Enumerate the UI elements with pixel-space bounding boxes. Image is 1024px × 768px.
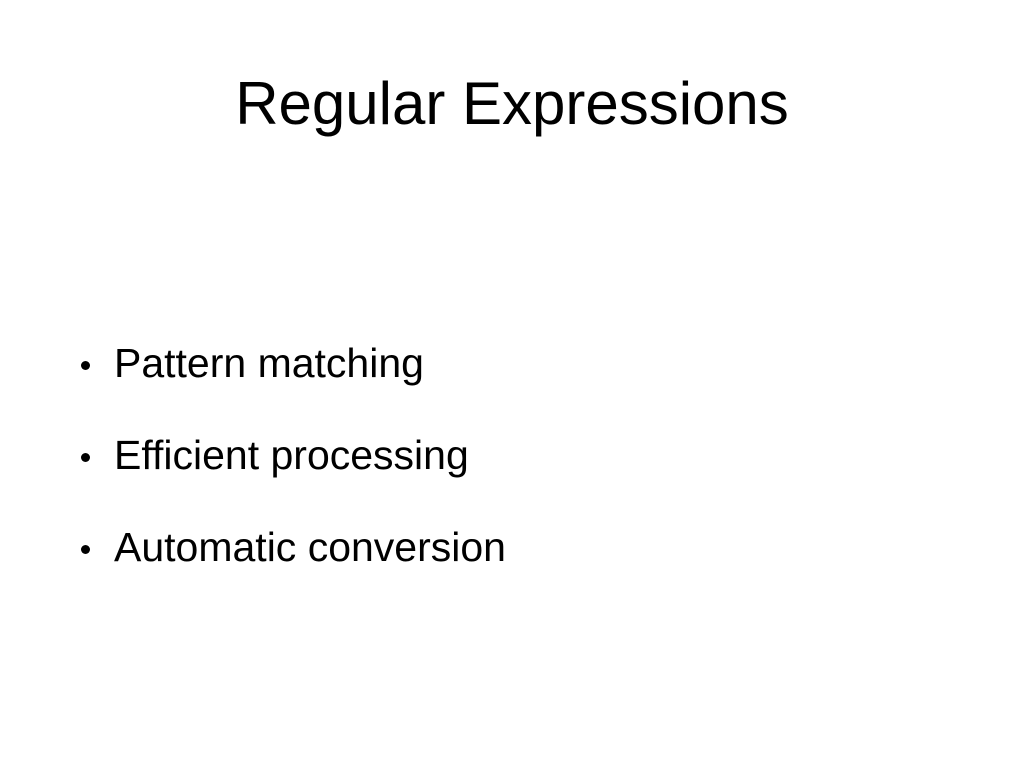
bullet-label: Efficient processing [114,432,469,478]
bullet-label: Automatic conversion [114,524,506,570]
bullet-list: Pattern matching Efficient processing Au… [80,338,940,614]
bullet-item: Efficient processing [80,430,940,480]
slide-title: Regular Expressions [235,70,789,137]
bullet-dot-icon [81,361,90,370]
bullet-dot-icon [81,453,90,462]
bullet-label: Pattern matching [114,340,424,386]
bullet-dot-icon [81,545,90,554]
bullet-item: Pattern matching [80,338,940,388]
bullet-item: Automatic conversion [80,522,940,572]
